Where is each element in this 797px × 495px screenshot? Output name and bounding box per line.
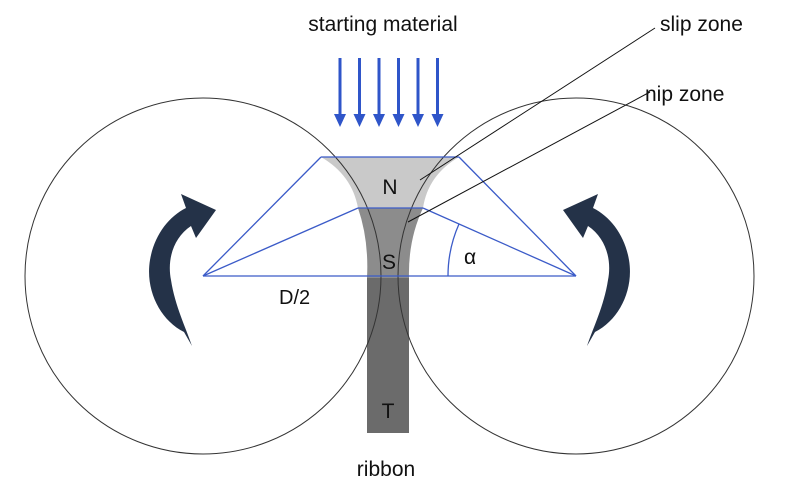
zone-t-ribbon [367, 278, 409, 433]
down-arrow-icon [412, 58, 424, 127]
left-rotation-arrow-icon [149, 194, 216, 346]
slip-zone-pointer-line [419, 27, 656, 181]
down-arrow-icon [431, 58, 444, 127]
angle-arc [447, 223, 460, 277]
ribbon-label: ribbon [357, 458, 415, 481]
slip-zone-label: slip zone [660, 13, 743, 36]
down-arrow-icon [334, 58, 346, 127]
feed-arrows [334, 58, 444, 127]
down-arrow-icon [353, 58, 366, 127]
down-arrow-icon [373, 58, 385, 127]
nip-zone-pointer-line [407, 91, 651, 223]
left-nip-radius-line [202, 207, 359, 277]
right-nip-radius-line [422, 207, 577, 277]
roll-radius-label: D/2 [279, 287, 310, 309]
angle-alpha-label: α [464, 246, 476, 269]
zone-n-label: N [382, 176, 397, 199]
down-arrow-icon [392, 58, 405, 127]
left-upper-radius-line [202, 156, 322, 277]
zone-s-region [358, 208, 423, 278]
starting-material-label: starting material [308, 13, 457, 36]
zone-n-region [321, 157, 459, 208]
right-rotation-arrow-icon [563, 194, 630, 346]
zone-s-label: S [382, 251, 396, 274]
nip-zone-label: nip zone [645, 83, 724, 106]
zone-t-label: T [382, 400, 395, 423]
right-upper-radius-line [458, 156, 577, 277]
